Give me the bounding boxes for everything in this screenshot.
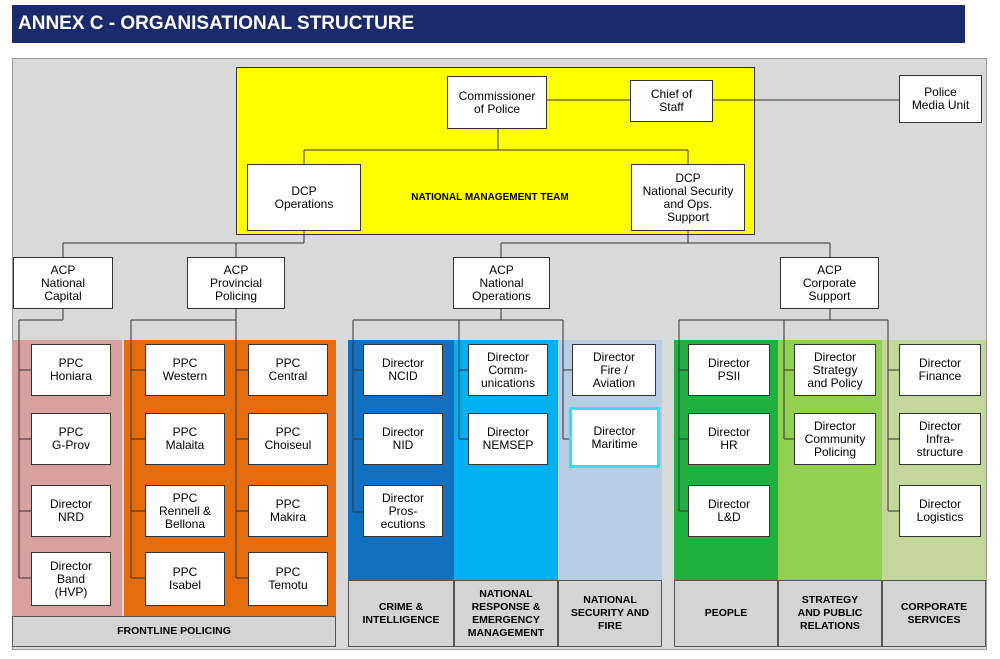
director-psii-box: Director PSII	[688, 344, 770, 396]
footer-people: PEOPLE	[674, 580, 778, 647]
director-ncid-box: Director NCID	[363, 344, 443, 396]
ppc-choiseul-box: PPC Choiseul	[248, 413, 328, 465]
footer-strategy-public-relations: STRATEGY AND PUBLIC RELATIONS	[778, 580, 882, 647]
dcp-operations-box: DCP Operations	[247, 164, 361, 231]
director-communications-box: Director Comm- unications	[468, 344, 548, 396]
director-strategy-policy-box: Director Strategy and Policy	[794, 344, 876, 396]
acp-national-operations-box: ACP National Operations	[453, 257, 550, 309]
police-media-unit-box: Police Media Unit	[899, 75, 982, 123]
dcp-national-security-box: DCP National Security and Ops. Support	[631, 164, 745, 231]
ppc-gprov-box: PPC G-Prov	[31, 413, 111, 465]
ppc-malaita-box: PPC Malaita	[145, 413, 225, 465]
acp-corporate-support-box: ACP Corporate Support	[780, 257, 879, 309]
footer-national-security: NATIONAL SECURITY AND FIRE	[558, 580, 662, 647]
director-nrd-box: Director NRD	[31, 485, 111, 537]
director-ld-box: Director L&D	[688, 485, 770, 537]
director-hr-box: Director HR	[688, 413, 770, 465]
director-community-policing-box: Director Community Policing	[794, 413, 876, 465]
national-management-team-label: NATIONAL MANAGEMENT TEAM	[411, 192, 569, 203]
footer-crime-intelligence: CRIME & INTELLIGENCE	[348, 580, 454, 647]
ppc-rennell-bellona-box: PPC Rennell & Bellona	[145, 485, 225, 537]
footer-national-response: NATIONAL RESPONSE & EMERGENCY MANAGEMENT	[454, 580, 558, 647]
ppc-western-box: PPC Western	[145, 344, 225, 396]
director-logistics-box: Director Logistics	[899, 485, 981, 537]
ppc-central-box: PPC Central	[248, 344, 328, 396]
director-nid-box: Director NID	[363, 413, 443, 465]
director-finance-box: Director Finance	[899, 344, 981, 396]
chief-of-staff-box: Chief of Staff	[630, 80, 713, 122]
director-band-box: Director Band (HVP)	[31, 552, 111, 606]
director-infrastructure-box: Director Infra- structure	[899, 413, 981, 465]
acp-national-capital-box: ACP National Capital	[13, 257, 113, 309]
director-maritime-box: Director Maritime	[569, 407, 660, 468]
footer-frontline-policing: FRONTLINE POLICING	[12, 616, 336, 647]
director-prosecutions-box: Director Pros- ecutions	[363, 485, 443, 537]
commissioner-of-police-box: Commissioner of Police	[447, 76, 547, 129]
director-nemsep-box: Director NEMSEP	[468, 413, 548, 465]
ppc-honiara-box: PPC Honiara	[31, 344, 111, 396]
footer-corporate-services: CORPORATE SERVICES	[882, 580, 986, 647]
ppc-temotu-box: PPC Temotu	[248, 552, 328, 606]
ppc-isabel-box: PPC Isabel	[145, 552, 225, 606]
acp-provincial-policing-box: ACP Provincial Policing	[187, 257, 285, 309]
page-title: ANNEX C - ORGANISATIONAL STRUCTURE	[12, 5, 965, 43]
director-fire-aviation-box: Director Fire / Aviation	[572, 344, 656, 396]
ppc-makira-box: PPC Makira	[248, 485, 328, 537]
